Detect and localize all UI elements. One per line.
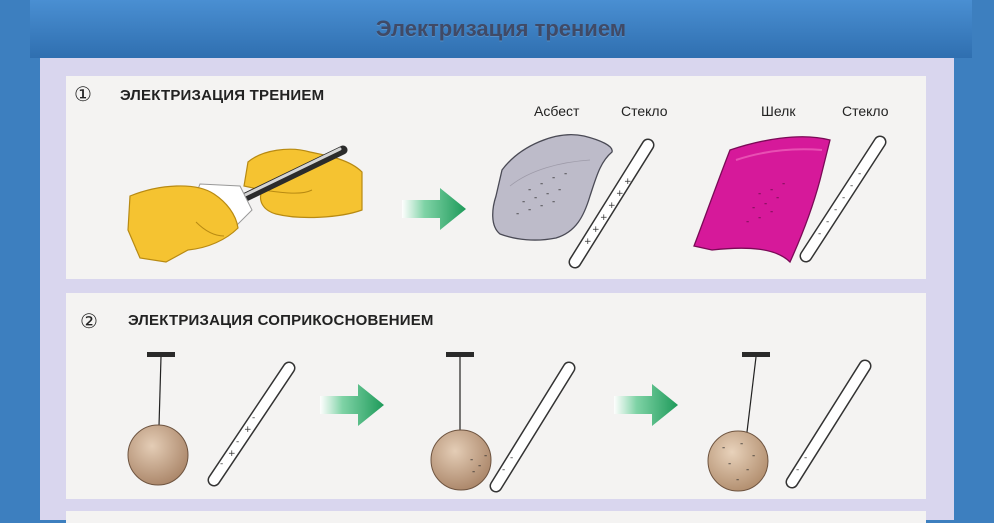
label-silk: Шелк bbox=[761, 103, 796, 119]
arrow-right-icon bbox=[320, 384, 384, 426]
pendulum-ball-icon bbox=[127, 352, 189, 486]
svg-text:-: - bbox=[540, 179, 543, 189]
svg-text:-: - bbox=[552, 173, 555, 183]
svg-text:-: - bbox=[746, 465, 749, 475]
svg-text:-: - bbox=[722, 443, 725, 453]
svg-text:-: - bbox=[528, 185, 531, 195]
svg-text:-: - bbox=[858, 169, 861, 179]
glass-rod-icon: +++ +++ bbox=[568, 138, 655, 269]
glass-rod-icon: -- bbox=[785, 359, 872, 489]
arrow-right-icon bbox=[402, 188, 466, 230]
svg-text:-: - bbox=[552, 197, 555, 207]
arrow-right-icon bbox=[614, 384, 678, 426]
label-glass-1: Стекло bbox=[621, 103, 668, 119]
svg-text:-: - bbox=[826, 217, 829, 227]
section2-heading: ЭЛЕКТРИЗАЦИЯ СОПРИКОСНОВЕНИЕМ bbox=[128, 312, 434, 329]
svg-text:-: - bbox=[236, 437, 239, 447]
svg-text:-: - bbox=[842, 193, 845, 203]
glass-rod-icon: -+- +- bbox=[207, 361, 296, 487]
svg-text:+: + bbox=[600, 213, 608, 223]
label-asbestos: Асбест bbox=[534, 103, 580, 119]
svg-text:-: - bbox=[502, 465, 505, 475]
svg-text:-: - bbox=[484, 451, 487, 461]
svg-text:+: + bbox=[624, 177, 632, 187]
svg-text:+: + bbox=[592, 225, 600, 235]
svg-text:+: + bbox=[584, 237, 592, 247]
asbestos-icon: ---- ---- ---- bbox=[492, 134, 613, 241]
svg-text:-: - bbox=[764, 199, 767, 209]
svg-text:-: - bbox=[478, 461, 481, 471]
svg-text:-: - bbox=[740, 439, 743, 449]
svg-text:-: - bbox=[522, 197, 525, 207]
label-glass-2: Стекло bbox=[842, 103, 889, 119]
svg-text:-: - bbox=[758, 189, 761, 199]
pendulum-ball-icon: ---- bbox=[430, 352, 492, 491]
svg-text:-: - bbox=[546, 189, 549, 199]
svg-text:-: - bbox=[834, 205, 837, 215]
svg-text:-: - bbox=[558, 185, 561, 195]
section1-heading: ЭЛЕКТРИЗАЦИЯ ТРЕНИЕМ bbox=[120, 87, 325, 104]
glass-rod-icon: -- bbox=[489, 361, 576, 493]
section2-number: ② bbox=[80, 309, 98, 333]
svg-text:-: - bbox=[746, 217, 749, 227]
svg-text:-: - bbox=[804, 453, 807, 463]
svg-text:-: - bbox=[796, 465, 799, 475]
svg-text:-: - bbox=[752, 451, 755, 461]
pendulum-ball-icon: --- --- bbox=[707, 352, 770, 492]
svg-text:-: - bbox=[770, 207, 773, 217]
svg-text:-: - bbox=[510, 453, 513, 463]
silk-icon: --- --- --- bbox=[693, 136, 831, 264]
svg-text:+: + bbox=[608, 201, 616, 211]
page-title: Электризация трением bbox=[375, 16, 627, 41]
svg-text:-: - bbox=[472, 467, 475, 477]
svg-text:+: + bbox=[616, 189, 624, 199]
svg-text:-: - bbox=[782, 179, 785, 189]
svg-text:-: - bbox=[752, 203, 755, 213]
svg-text:-: - bbox=[564, 169, 567, 179]
svg-text:-: - bbox=[728, 459, 731, 469]
glass-rod-icon: --- --- bbox=[799, 135, 887, 263]
hand-icon bbox=[127, 145, 363, 263]
svg-text:-: - bbox=[736, 475, 739, 485]
svg-text:+: + bbox=[228, 449, 236, 459]
section1-number: ① bbox=[74, 82, 92, 106]
panel-contact bbox=[66, 293, 926, 499]
svg-text:-: - bbox=[516, 209, 519, 219]
svg-text:-: - bbox=[770, 185, 773, 195]
svg-text:-: - bbox=[252, 413, 255, 423]
svg-text:-: - bbox=[534, 193, 537, 203]
svg-text:-: - bbox=[818, 229, 821, 239]
header-bar: Электризация трением bbox=[30, 0, 972, 58]
svg-text:-: - bbox=[776, 193, 779, 203]
svg-text:-: - bbox=[758, 213, 761, 223]
svg-text:-: - bbox=[220, 459, 223, 469]
svg-text:-: - bbox=[540, 201, 543, 211]
svg-text:-: - bbox=[528, 205, 531, 215]
svg-text:+: + bbox=[244, 425, 252, 435]
svg-text:-: - bbox=[850, 181, 853, 191]
svg-text:-: - bbox=[470, 455, 473, 465]
